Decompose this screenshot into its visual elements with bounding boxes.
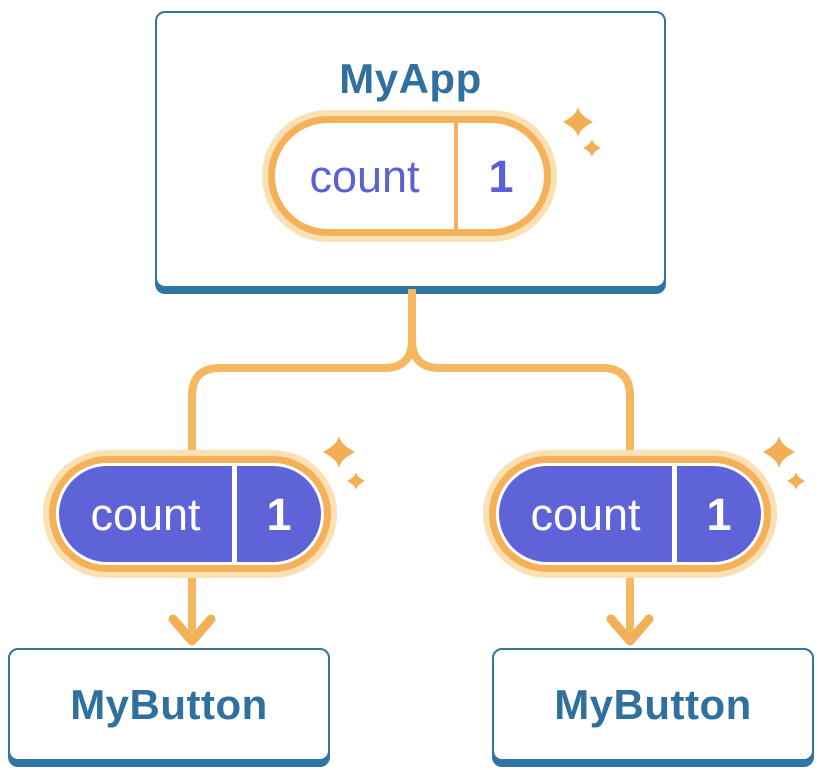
component-title-mybutton: MyButton: [70, 680, 268, 728]
state-pill-ring: count 1: [49, 456, 331, 572]
state-name-label: count: [59, 466, 232, 562]
component-card-mybutton-left: MyButton: [8, 648, 330, 761]
state-value-label: 1: [237, 466, 321, 562]
state-value-label: 1: [488, 150, 514, 202]
component-card-mybutton-right: MyButton: [492, 648, 814, 761]
state-name-label: count: [499, 466, 672, 562]
state-pill-body: count 1: [496, 463, 764, 565]
component-title-myapp: MyApp: [339, 55, 482, 102]
state-value-label: 1: [677, 466, 761, 562]
arrow-down-icon: [606, 614, 654, 646]
state-name-label: count: [309, 150, 420, 202]
state-pill-ring: count 1: [489, 456, 771, 572]
state-pill-left-child: count 1: [43, 436, 365, 578]
state-pill-body: count 1: [275, 123, 544, 229]
arrow-down-icon: [168, 614, 216, 646]
state-pill-ring: count 1: [268, 116, 551, 236]
pill-divider: [454, 123, 458, 229]
state-pill-body: count 1: [56, 463, 324, 565]
state-pill-root: count 1: [262, 107, 601, 242]
component-title-mybutton: MyButton: [554, 680, 752, 728]
state-pill-right-child: count 1: [483, 436, 805, 578]
